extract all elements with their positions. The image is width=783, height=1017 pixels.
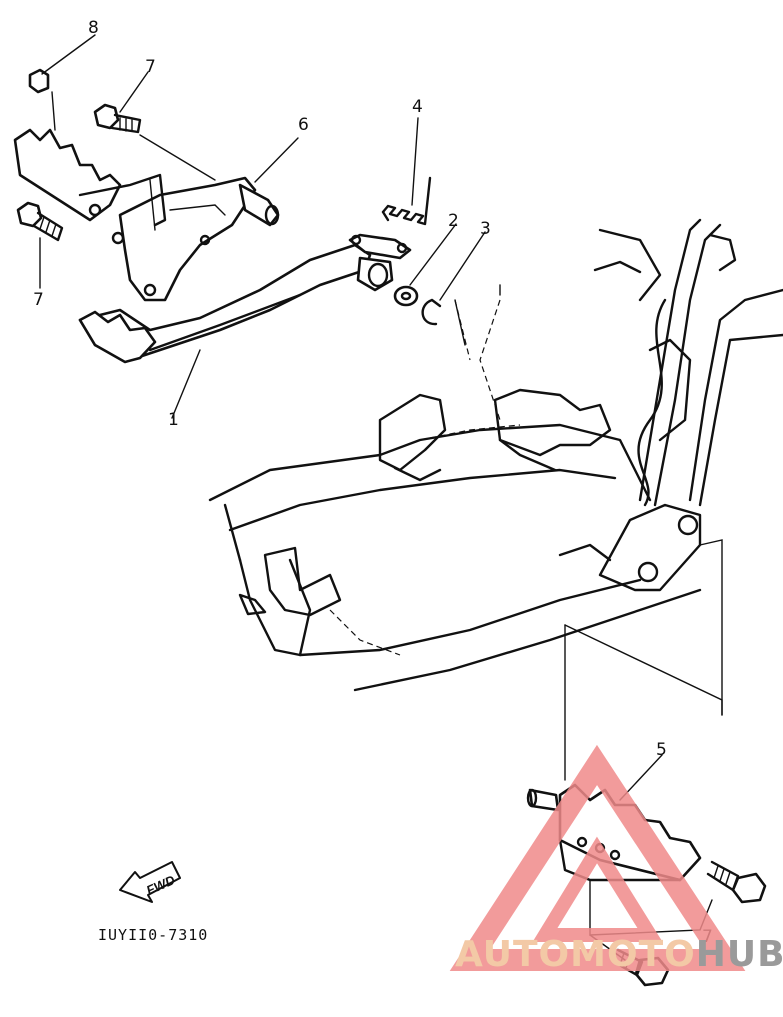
left-footpeg bbox=[13, 128, 167, 245]
callout-4: 4 bbox=[412, 97, 423, 117]
watermark-text: AUTOMOTOHUB bbox=[455, 934, 783, 975]
cap-part-8 bbox=[28, 68, 50, 94]
bolt-lower-right-part-7 bbox=[706, 860, 767, 904]
callout-8: 8 bbox=[88, 18, 99, 38]
footrest-bracket-part-6 bbox=[118, 176, 280, 302]
callout-5: 5 bbox=[656, 740, 667, 760]
spring-part-4 bbox=[381, 176, 432, 226]
callout-7-upper: 7 bbox=[145, 57, 156, 77]
watermark-logo bbox=[449, 744, 746, 971]
bolt-left-part-7 bbox=[16, 201, 64, 242]
callout-7-left: 7 bbox=[33, 290, 44, 310]
watermark-triangle-inner bbox=[532, 836, 663, 942]
forward-direction-badge: FWD bbox=[119, 861, 181, 903]
watermark-triangle-outer bbox=[449, 744, 746, 971]
bolt-upper-part-7 bbox=[93, 103, 142, 134]
watermark-text-hub: HUB bbox=[696, 934, 783, 975]
callout-1: 1 bbox=[168, 410, 179, 430]
motorcycle-frame bbox=[208, 218, 783, 692]
washer-part-2 bbox=[393, 285, 419, 307]
diagram-part-code: IUYII0-7310 bbox=[98, 926, 208, 944]
watermark-text-automoto: AUTOMOTO bbox=[455, 934, 696, 975]
callout-2: 2 bbox=[448, 211, 459, 231]
brake-pedal-part-1 bbox=[78, 233, 412, 364]
callout-6: 6 bbox=[298, 115, 309, 135]
circlip-part-3 bbox=[421, 298, 442, 326]
callout-3: 3 bbox=[480, 219, 491, 239]
